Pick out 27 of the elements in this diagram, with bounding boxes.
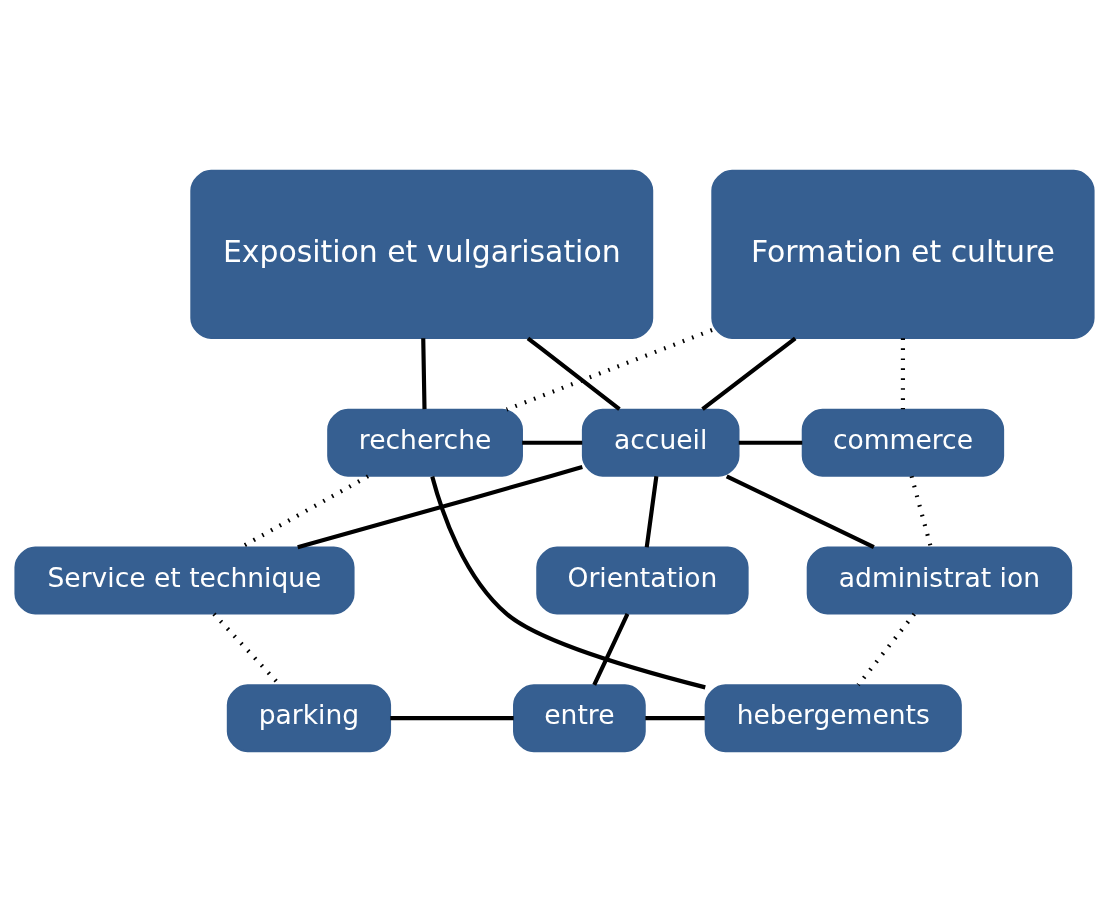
connector [421, 338, 427, 410]
connector [738, 440, 803, 445]
node-box: parking [226, 684, 392, 753]
connector [505, 328, 713, 412]
node-box: commerce [801, 408, 1005, 477]
node-box: Orientation [536, 546, 749, 615]
connector [900, 338, 905, 410]
node-box: Service et technique [14, 546, 355, 615]
node-box: Formation et culture [711, 169, 1095, 340]
connector [725, 474, 875, 550]
connector [522, 440, 583, 445]
node-box: hebergements [704, 684, 962, 753]
node-box: recherche [327, 408, 523, 477]
connector [297, 465, 583, 550]
node-box: Exposition et vulgarisation [190, 169, 654, 340]
connector [592, 613, 630, 686]
node-box: entre [513, 684, 646, 753]
connector [644, 476, 659, 548]
connector [645, 716, 705, 721]
connector [701, 336, 797, 411]
connector [430, 476, 706, 690]
node-box: administrat ion [806, 546, 1073, 615]
connector [856, 612, 916, 687]
connector [909, 475, 933, 548]
connector [390, 716, 514, 721]
node-box: accueil [581, 408, 740, 477]
connector [526, 336, 621, 411]
